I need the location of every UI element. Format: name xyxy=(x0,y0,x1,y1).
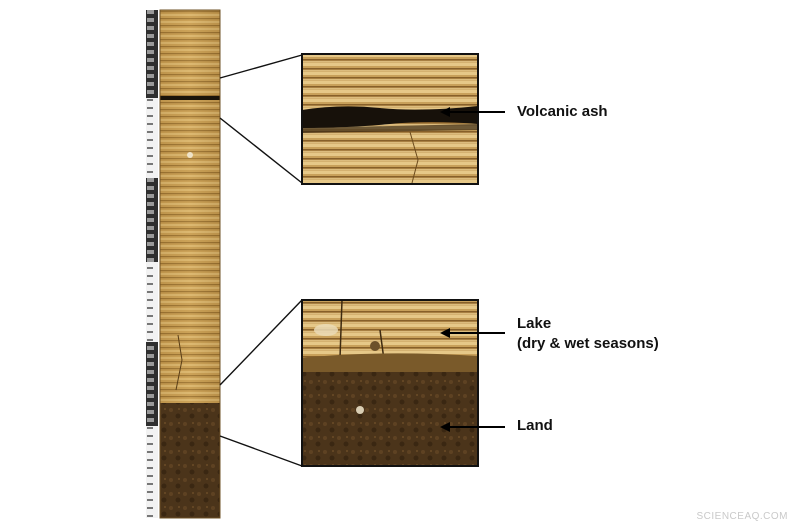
inset-lake-land xyxy=(301,299,479,467)
arrow-ash-head xyxy=(440,107,450,117)
zoom-connector-lines xyxy=(219,54,303,467)
core-soil-section xyxy=(160,403,220,518)
arrow-lake-head xyxy=(440,328,450,338)
volcanic-ash-label: Volcanic ash xyxy=(517,103,608,120)
lake-seasons-label: (dry & wet seasons) xyxy=(517,335,659,352)
lake-label: Lake xyxy=(517,315,552,332)
inset-volcanic-ash xyxy=(301,53,479,185)
core-ash-band xyxy=(160,96,220,100)
land-label: Land xyxy=(517,417,553,434)
watermark: SCIENCEAQ.COM xyxy=(696,511,788,522)
sediment-core xyxy=(159,9,221,519)
ash-layer xyxy=(302,106,478,128)
depth-ruler xyxy=(146,10,158,518)
annotation-arrows xyxy=(440,107,505,432)
land-soil xyxy=(302,372,478,466)
arrow-land-head xyxy=(440,422,450,432)
